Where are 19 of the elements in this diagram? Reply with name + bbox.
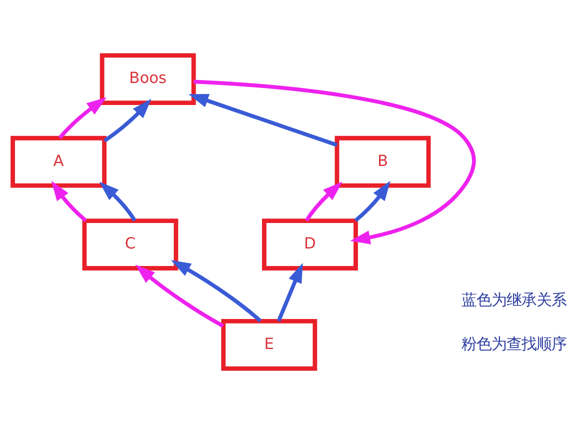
label: 蓝色为继承关系 bbox=[461, 290, 566, 309]
node-box: C bbox=[82, 218, 178, 270]
arrow bbox=[135, 264, 224, 328]
arrow bbox=[51, 180, 87, 222]
node-box: A bbox=[10, 136, 107, 188]
arrow bbox=[276, 262, 303, 322]
node-box: D bbox=[262, 218, 358, 270]
arrow bbox=[188, 94, 338, 147]
arrow bbox=[170, 260, 262, 322]
arrow bbox=[194, 80, 476, 244]
node-box: Boos bbox=[100, 53, 196, 106]
arrow bbox=[58, 97, 107, 140]
arrow bbox=[354, 180, 390, 222]
node-box: B bbox=[334, 136, 431, 188]
arrow bbox=[103, 98, 152, 142]
node-box: E bbox=[221, 318, 318, 371]
label: 粉色为查找顺序 bbox=[461, 334, 566, 353]
arrow bbox=[99, 182, 136, 222]
arrow bbox=[304, 182, 343, 222]
